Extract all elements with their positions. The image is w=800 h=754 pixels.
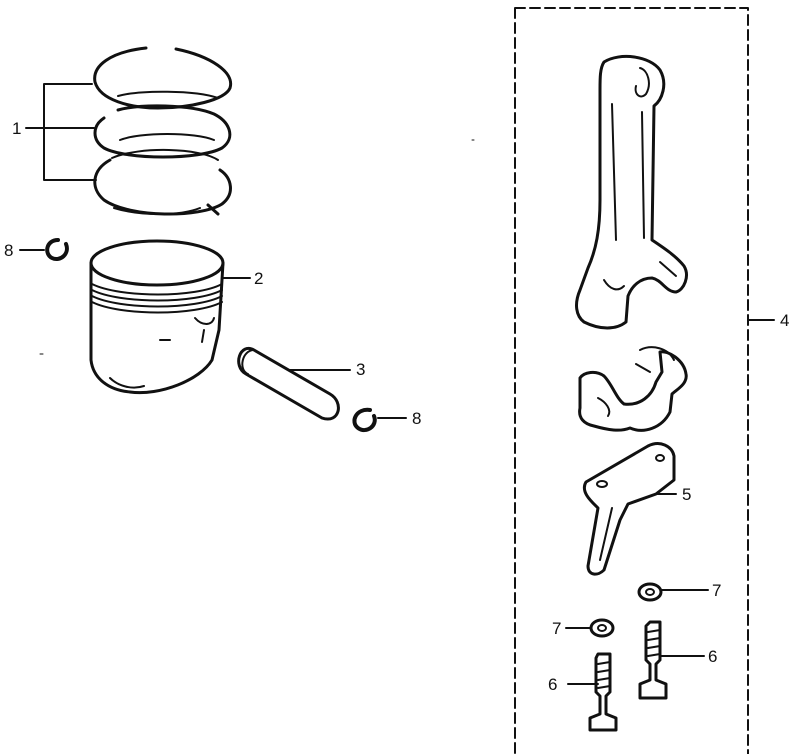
callout-oil-jet: 5 bbox=[682, 485, 692, 504]
rod-cap bbox=[578, 346, 688, 432]
callout-piston: 2 bbox=[254, 269, 264, 288]
bolt-left bbox=[567, 652, 618, 732]
circlip-right bbox=[352, 407, 407, 433]
callout-circlip-left: 8 bbox=[4, 241, 14, 260]
washer-right bbox=[637, 582, 709, 602]
bolt-right bbox=[638, 620, 705, 700]
callout-bolt-left: 6 bbox=[548, 675, 558, 694]
middle-ring bbox=[93, 104, 232, 159]
connecting-rod bbox=[575, 55, 688, 330]
oil-jet bbox=[583, 442, 677, 576]
top-ring bbox=[93, 46, 233, 110]
piston bbox=[89, 239, 251, 395]
callout-washer-left: 7 bbox=[552, 619, 562, 638]
piston-rings bbox=[93, 46, 233, 216]
callout-circlip-right: 8 bbox=[412, 409, 422, 428]
callout-bolt-right: 6 bbox=[708, 647, 718, 666]
callout-rings: 1 bbox=[12, 119, 22, 138]
callout-rod-assembly: 4 bbox=[780, 311, 790, 330]
rod-assembly-box bbox=[514, 7, 775, 754]
callout-piston-pin: 3 bbox=[356, 360, 366, 379]
circlip-left bbox=[19, 238, 69, 261]
callout-washer-right: 7 bbox=[712, 581, 722, 600]
rings-leader bbox=[25, 83, 97, 181]
washer-left bbox=[565, 618, 615, 638]
piston-pin bbox=[237, 346, 351, 421]
